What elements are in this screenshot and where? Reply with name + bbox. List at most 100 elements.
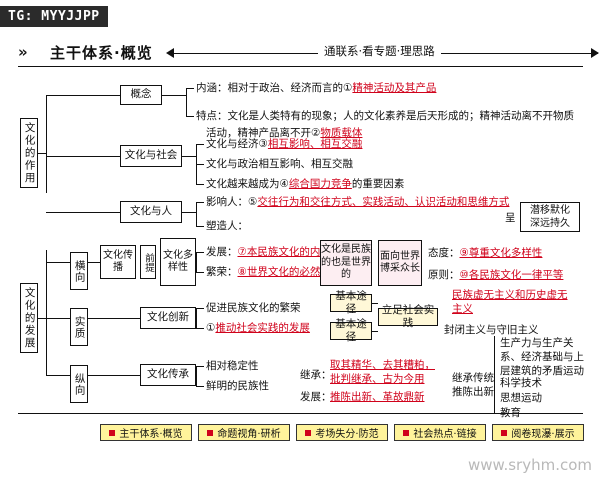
row-gainian-3-text: 活动，精神产品离不开② [206, 127, 321, 139]
line-shehui-r1 [196, 144, 204, 145]
footer-tab-3[interactable]: 社会热点·链接 [394, 424, 486, 441]
row-jicheng-chuantong: 继承传统推陈出新 [452, 372, 494, 398]
footer-tab-1-label: 命题视角·研析 [217, 429, 281, 440]
line-gainian-r2 [186, 116, 194, 117]
row-gainian-1-text: 相对于政治、经济而言的① [227, 82, 353, 94]
brace-chuancheng [196, 366, 197, 386]
row-gainian-2: 特点：文化是人类特有的现象；人的文化素养是后天形成的；精神活动离不开物质 [196, 109, 586, 124]
row-ren-1-red: 交往行为和交往方式、实践活动、认识活动和思维方式 [257, 196, 510, 208]
line-chuancheng-r2 [196, 386, 204, 387]
row-shehui-3: 文化越来越成为④综合国力竞争的重要因素 [206, 177, 586, 192]
row-chuangxin-2-red: 推动社会实践的发展 [215, 322, 310, 334]
row-duoyang-principle-label: 原则： [428, 269, 460, 281]
spine-connector-bottom [46, 250, 47, 375]
chevrons-icon: » [18, 43, 28, 61]
row-xianming-minzuxing: 鲜明的民族性 [206, 380, 269, 392]
node-hengxiang: 横向 [70, 252, 88, 290]
spine-tick-top [38, 153, 46, 154]
footer-tab-4[interactable]: 阅卷现瀑·展示 [492, 424, 584, 441]
brace-ren [196, 202, 197, 226]
row-duoyang-principle: 原则：⑩各民族文化一律平等 [428, 268, 563, 283]
row-gainian-1-red: 精神活动及其产品 [352, 82, 437, 94]
arrow-left-icon [166, 48, 174, 58]
node-wenhua-chuanbo: 文化传播 [100, 245, 136, 279]
row-ren-2-label: 塑造人： [206, 220, 248, 232]
bullet-icon [501, 429, 508, 436]
section-header: » 主干体系·概览 通联系·看专题·理思路 [18, 42, 599, 64]
row-shehui-1-red: 相互影响、相互交融 [267, 138, 363, 150]
footer-tab-0[interactable]: 主干体系·概览 [100, 424, 192, 441]
row-chuancheng-2-label: 发展： [300, 391, 332, 403]
line-chuangxin-r2 [196, 328, 204, 329]
row-duoyang-attitude-red: ⑨尊重文化多样性 [459, 247, 543, 259]
footer-tab-3-label: 社会热点·链接 [413, 429, 477, 440]
row-chuanbo-2-red: ⑧世界文化的必然要求 [237, 266, 342, 278]
line-gainian-r1 [186, 88, 194, 89]
row-xiangdui-wendingxing: 相对稳定性 [206, 360, 259, 372]
row-chuancheng-1-red: 取其精华、去其糟粕， 批判继承、古为今用 [330, 359, 435, 386]
bullet-icon [109, 429, 116, 436]
line-duoyang-r1 [196, 252, 204, 253]
footer-tab-2[interactable]: 考场失分·防范 [296, 424, 388, 441]
bullet-icon [207, 429, 214, 436]
watermark: www.sryhm.com [468, 456, 592, 474]
footer-tab-1[interactable]: 命题视角·研析 [198, 424, 290, 441]
brace-duoyang [196, 252, 197, 272]
box-qianyimohua: 潜移默化 深远持久 [520, 202, 580, 232]
tg-label: TG: MYYJJPP [0, 6, 108, 27]
row-chuanbo-1-label: 发展： [206, 246, 238, 258]
row-chuancheng-2-red: 推陈出新、革故鼎新 [330, 391, 425, 403]
line-chuangxin-r1 [196, 308, 204, 309]
arrow-right-icon [591, 48, 599, 58]
line-shehui-r2 [196, 164, 204, 165]
row-gainian-3: 活动，精神产品离不开②物质载体 [206, 126, 596, 141]
line-tujing1 [372, 303, 378, 304]
brace-chuangxin [196, 308, 197, 328]
line-gainian-right [162, 95, 186, 96]
row-shehui-2: 文化与政治相互影响、相互交融 [206, 158, 353, 170]
box-jiben-tujing-2: 基本途径 [330, 318, 372, 343]
header-subtitle: 通联系·看专题·理思路 [318, 43, 441, 59]
line-shehui-r3 [196, 184, 204, 185]
row-ren-tail-label: 呈 [505, 212, 516, 224]
row-chuancheng-1-label: 继承： [300, 369, 332, 381]
row-ren-1-num: ⑤ [248, 196, 258, 208]
row-shehui-3-text: 文化越来越成为④ [206, 178, 289, 190]
row-ren-2: 塑造人： [206, 219, 546, 234]
spine-tick-bottom [38, 318, 46, 319]
spine-connector-top [46, 95, 47, 193]
box-minzu-yishijie: 文化是民族的也是世界的 [320, 240, 372, 286]
right-list-item-2: 思想运动 [500, 392, 542, 404]
line-to-shizhi [46, 318, 70, 319]
right-list-brace [494, 336, 495, 414]
box-jiben-tujing-1: 基本途径 [330, 290, 372, 315]
row-gainian-1-label: 内涵： [196, 82, 228, 94]
line-to-wenhua-ren [46, 212, 120, 213]
row-gainian-3-red: 物质载体 [320, 127, 363, 139]
row-shehui-3-tail: 的重要因素 [351, 178, 405, 190]
line-hengxiang-right [88, 262, 100, 263]
page-title: 主干体系·概览 [50, 44, 153, 62]
row-gainian-2-label: 特点： [196, 110, 228, 122]
row-duoyang-attitude: 态度：⑨尊重文化多样性 [428, 246, 542, 261]
line-to-zongxiang [46, 375, 70, 376]
node-zongxiang: 纵向 [70, 365, 88, 403]
node-gainian: 概念 [120, 85, 162, 105]
row-duoyang-principle-red: ⑩各民族文化一律平等 [459, 269, 564, 281]
row-shehui-1-text: 文化与经济③ [206, 138, 268, 150]
line-shizhi-right [88, 318, 140, 319]
row-chuangxin-2: ①推动社会实践的发展 [206, 321, 356, 336]
line-to-gainian [46, 95, 120, 96]
row-chuangxin-2-num: ① [206, 322, 216, 334]
bullet-icon [403, 429, 410, 436]
right-list-item-0: 生产力与生产关系、经济基础与上层建筑的矛盾运动 [500, 337, 584, 378]
line-chuancheng-r1 [196, 366, 204, 367]
line-zongxiang-right [88, 375, 140, 376]
node-wenhua-chuangxin: 文化创新 [140, 307, 196, 329]
footer-separator [18, 413, 583, 414]
row-gainian-1: 内涵：相对于政治、经济而言的①精神活动及其产品 [196, 81, 576, 96]
row-chuanbo-2-label: 繁荣： [206, 266, 238, 278]
row-gainian-2-text: 文化是人类特有的现象；人的文化素养是后天形成的；精神活动离不开物质 [227, 110, 575, 122]
header-separator [18, 66, 583, 67]
